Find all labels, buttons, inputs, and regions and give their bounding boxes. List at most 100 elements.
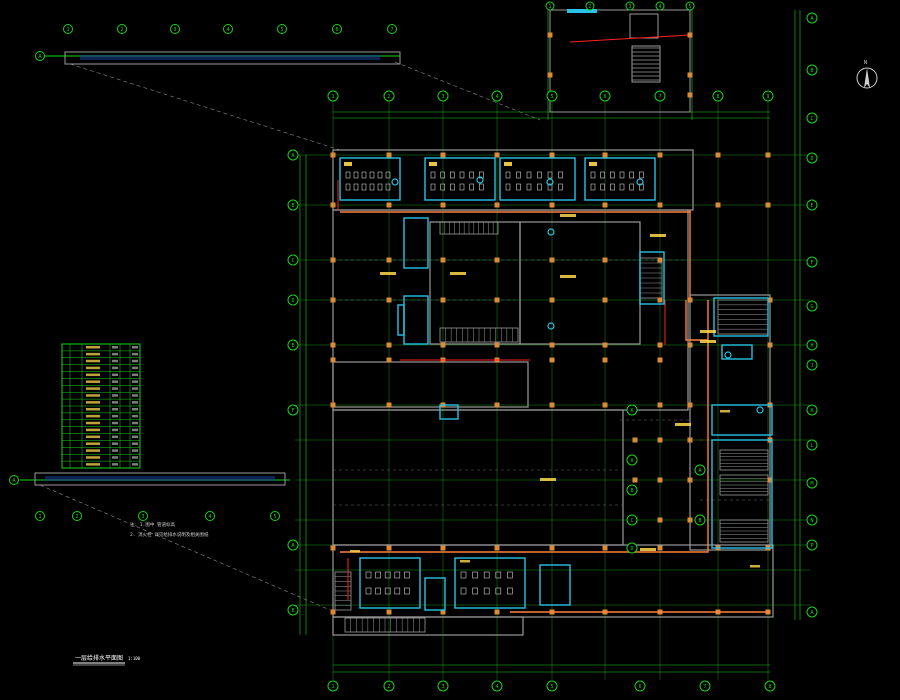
column — [602, 342, 608, 348]
axis-bubble-label: 4 — [658, 4, 661, 10]
axis-bubble: 4 — [223, 24, 233, 34]
axis-bubble: 9 — [762, 90, 774, 102]
north-arrow-icon — [864, 68, 870, 88]
axis-bubble-circle — [625, 1, 635, 11]
column — [440, 257, 446, 263]
column — [330, 357, 336, 363]
toilet-fixture — [547, 171, 553, 179]
toilet-fixture — [610, 183, 615, 191]
annotation-mark — [640, 548, 656, 551]
column — [494, 297, 500, 303]
axis-bubble: B — [287, 199, 299, 211]
axis-bubble-label: D — [630, 546, 633, 552]
axis-bubble-circle — [63, 24, 73, 34]
column — [767, 477, 773, 483]
column — [440, 609, 446, 615]
axis-bubble: A — [287, 149, 299, 161]
fixture-outline — [403, 295, 429, 345]
axis-bubble: M — [806, 477, 818, 489]
annotation-mark — [350, 550, 360, 553]
toilet-fixture — [590, 183, 596, 191]
stairs — [334, 221, 769, 633]
axis-bubble-circle — [806, 404, 818, 416]
column — [687, 402, 693, 408]
legend-cell-mark — [112, 352, 118, 356]
column — [330, 342, 336, 348]
fixture-outline — [639, 251, 665, 305]
north-label: N — [864, 60, 867, 66]
legend-table — [61, 343, 141, 469]
toilet-fixture — [516, 183, 521, 191]
fixture-outline — [439, 404, 459, 420]
toilet-fixture — [639, 171, 644, 179]
fixture-tag — [344, 162, 352, 166]
annotation-mark — [540, 478, 556, 481]
legend-cell-mark — [112, 442, 118, 445]
toilet-fixture — [505, 183, 511, 191]
toilet-fixture — [479, 171, 484, 179]
column — [657, 202, 663, 208]
legend-cell-mark — [132, 456, 138, 459]
axis-bubble-circle — [806, 606, 818, 618]
column — [549, 402, 555, 408]
legend-cell-mark — [112, 421, 118, 425]
toilet-fixture — [507, 571, 513, 579]
axis-bubble-label: A — [38, 54, 41, 60]
legend-cell-mark — [132, 346, 138, 349]
axis-bubble-label: G — [810, 304, 813, 310]
axis-bubble: D — [806, 152, 818, 164]
column — [549, 545, 555, 551]
axis-bubble-label: 3 — [441, 684, 444, 690]
toilet-fixture — [472, 587, 478, 595]
axis-bubble: A — [806, 606, 818, 618]
toilet-fixture — [619, 183, 625, 191]
axis-bubble: B — [694, 514, 706, 526]
axis-bubble: A — [806, 12, 818, 24]
drawing-scale: 1:100 — [128, 656, 141, 661]
column — [657, 357, 663, 363]
axis-bubble: L — [806, 439, 818, 451]
column — [494, 402, 500, 408]
column — [440, 152, 446, 158]
axis-bubble: 3 — [138, 511, 148, 521]
column — [687, 32, 693, 38]
column — [632, 477, 638, 483]
column — [440, 202, 446, 208]
legend-cell-mark — [132, 373, 138, 377]
fixture-outline — [711, 439, 773, 549]
column — [715, 202, 721, 208]
toilet-fixture — [361, 183, 367, 191]
axis-bubble: 8 — [712, 90, 724, 102]
toilet-fixture — [361, 171, 367, 179]
axis-bubble-circle — [545, 1, 555, 11]
axis-bubble-circle — [287, 149, 299, 161]
axis-bubble-circle — [387, 24, 397, 34]
axis-bubble: K — [626, 404, 638, 416]
axis-bubble-label: 5 — [550, 684, 553, 690]
fixture-tag — [589, 162, 597, 166]
toilet-fixture — [639, 183, 644, 191]
plumbing-fixtures — [339, 157, 773, 611]
fixture-outline — [359, 557, 421, 609]
legend-cell-mark — [132, 394, 138, 397]
annotation-mark — [750, 565, 760, 568]
axis-bubble: 5 — [546, 680, 558, 692]
axis-bubble-circle — [806, 539, 818, 551]
axis-bubble: 3 — [437, 680, 449, 692]
axis-bubble-circle — [491, 680, 503, 692]
stair-outline — [631, 45, 661, 83]
annotation-mark — [700, 340, 716, 343]
axis-bubble-circle — [35, 511, 45, 521]
legend-cell-mark — [86, 359, 100, 363]
axis-bubble: E — [287, 339, 299, 351]
fixture-outline — [454, 557, 526, 609]
axis-bubble-circle — [626, 404, 638, 416]
column — [765, 202, 771, 208]
axis-bubble: A — [9, 475, 19, 485]
legend-cell-mark — [86, 449, 100, 452]
axis-bubble: 1 — [545, 1, 555, 11]
column — [386, 297, 392, 303]
